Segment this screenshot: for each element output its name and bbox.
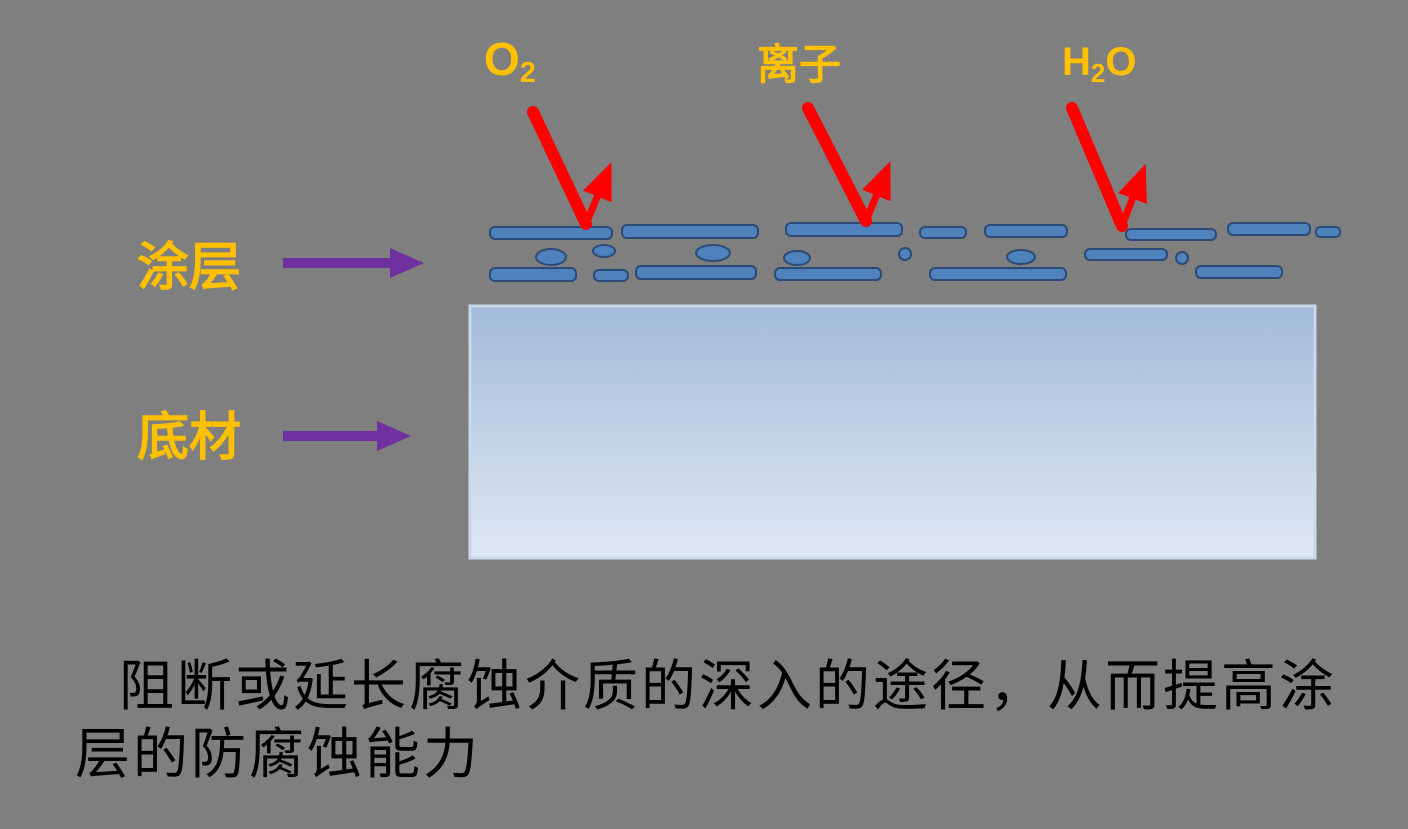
coating-flake bbox=[1125, 228, 1217, 241]
substrate-label: 底材 bbox=[137, 409, 242, 467]
o2-arrow-down bbox=[527, 106, 592, 230]
h2o-arrow-down bbox=[1066, 102, 1128, 232]
coating-pore bbox=[1006, 249, 1036, 265]
ion-arrow-down bbox=[802, 102, 872, 227]
coating-flake bbox=[919, 226, 967, 239]
substrate-block bbox=[468, 304, 1317, 560]
coating-flake bbox=[1084, 248, 1168, 261]
h2o-label-main: H bbox=[1062, 40, 1091, 84]
corrosion-arrows bbox=[527, 102, 1147, 232]
coating-flake bbox=[774, 267, 882, 281]
ion-arrow-bounce bbox=[862, 161, 891, 225]
coating-pore bbox=[783, 250, 811, 266]
caption-line-2: 层的防腐蚀能力 bbox=[75, 722, 482, 786]
coating-flake bbox=[1315, 226, 1341, 238]
coating-flake bbox=[635, 265, 757, 280]
coating-flake bbox=[1227, 222, 1311, 236]
caption: 阻断或延长腐蚀介质的深入的途径，从而提高涂 层的防腐蚀能力 bbox=[75, 652, 1385, 788]
coating-flake bbox=[785, 222, 903, 237]
coating-pore bbox=[695, 244, 731, 262]
coating-pore bbox=[898, 247, 912, 261]
coating-label: 涂层 bbox=[137, 239, 242, 297]
coating-flakes-layer bbox=[489, 222, 1341, 282]
o2-arrow-bounce bbox=[582, 162, 612, 228]
o2-label-subscript: 2 bbox=[519, 57, 536, 89]
ion-label: 离子 bbox=[757, 41, 842, 88]
coating-flake bbox=[1195, 265, 1283, 279]
h2o-label-subscript: 2 bbox=[1090, 58, 1106, 88]
h2o-label: H2O bbox=[1062, 42, 1136, 86]
coating-flake bbox=[489, 267, 577, 282]
coating-pore bbox=[592, 244, 616, 258]
o2-label-main: O bbox=[484, 33, 520, 85]
h2o-label-tail: O bbox=[1105, 40, 1137, 84]
coating-pore bbox=[1175, 251, 1189, 265]
coating-flake bbox=[489, 226, 613, 240]
caption-line-1: 阻断或延长腐蚀介质的深入的途径，从而提高涂 bbox=[119, 654, 1338, 718]
o2-label: O2 bbox=[484, 36, 536, 88]
coating-pore bbox=[535, 248, 567, 266]
coating-flake bbox=[929, 267, 1067, 281]
pointer-arrows bbox=[283, 247, 424, 451]
h2o-arrow-bounce bbox=[1118, 163, 1147, 230]
coating-flake bbox=[593, 269, 629, 282]
coating-flake bbox=[621, 224, 759, 239]
coating-flake bbox=[984, 224, 1068, 238]
